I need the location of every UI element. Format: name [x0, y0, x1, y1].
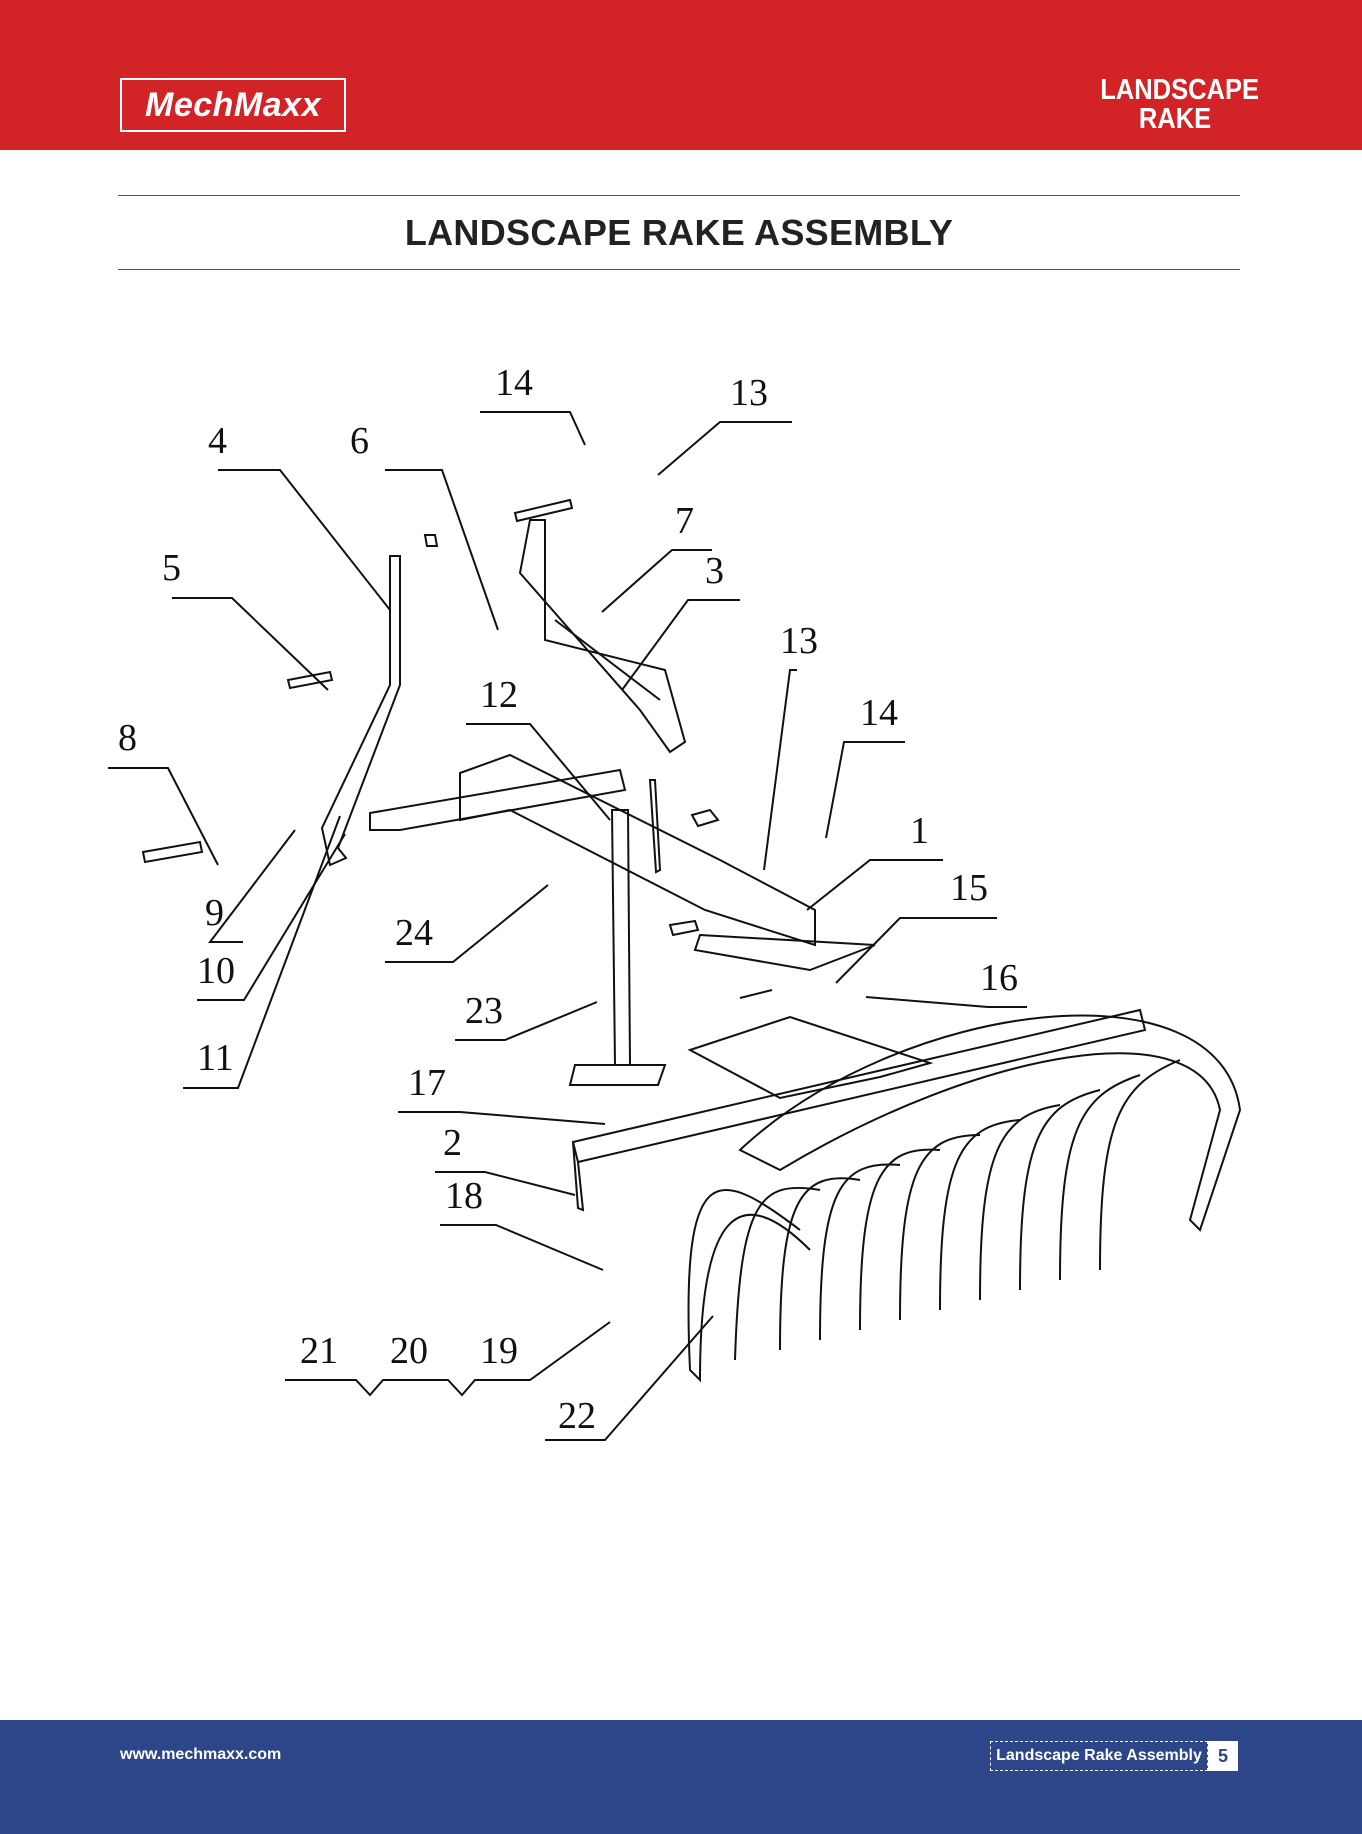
website-link[interactable]: www.mechmaxx.com: [120, 1746, 281, 1764]
callout-11: 11: [197, 1037, 234, 1079]
callout-5: 5: [162, 547, 181, 589]
callout-23: 23: [465, 990, 503, 1032]
callout-1: 1: [910, 810, 929, 852]
callout-4: 4: [208, 420, 227, 462]
callout-14-right: 14: [860, 692, 898, 734]
callout-21: 21: [300, 1330, 338, 1372]
callout-12: 12: [480, 674, 518, 716]
page-title: LANDSCAPE RAKE ASSEMBLY: [118, 212, 1240, 254]
callout-9: 9: [205, 892, 224, 934]
callout-17: 17: [408, 1062, 446, 1104]
callout-2: 2: [443, 1122, 462, 1164]
callout-22: 22: [558, 1395, 596, 1437]
callout-18: 18: [445, 1175, 483, 1217]
callout-20: 20: [390, 1330, 428, 1372]
header-bar: MechMaxx LANDSCAPE RAKE: [0, 0, 1362, 150]
callout-24: 24: [395, 912, 433, 954]
callout-3: 3: [705, 550, 724, 592]
page-number: 5: [1208, 1741, 1238, 1771]
title-rule-bottom: [118, 269, 1240, 270]
callout-13-right: 13: [780, 620, 818, 662]
product-name: LANDSCAPE RAKE: [1100, 76, 1250, 134]
footer-section-label: Landscape Rake Assembly: [990, 1741, 1208, 1771]
callout-8: 8: [118, 717, 137, 759]
callout-6: 6: [350, 420, 369, 462]
callout-13-top: 13: [730, 372, 768, 414]
exploded-parts-diagram: 14 13 4 6 7 3 5 13 12 14 8 1 15 9 24 16 …: [100, 350, 1260, 1500]
title-rule-top: [118, 195, 1240, 196]
callout-14-top: 14: [495, 362, 533, 404]
callout-16: 16: [980, 957, 1018, 999]
product-name-line1: LANDSCAPE: [1100, 76, 1250, 105]
product-name-line2: RAKE: [1100, 105, 1250, 134]
callout-7: 7: [675, 500, 694, 542]
footer-bar: [0, 1720, 1362, 1834]
callout-19: 19: [480, 1330, 518, 1372]
callout-15: 15: [950, 867, 988, 909]
brand-logo: MechMaxx: [120, 78, 346, 132]
callout-10: 10: [197, 950, 235, 992]
